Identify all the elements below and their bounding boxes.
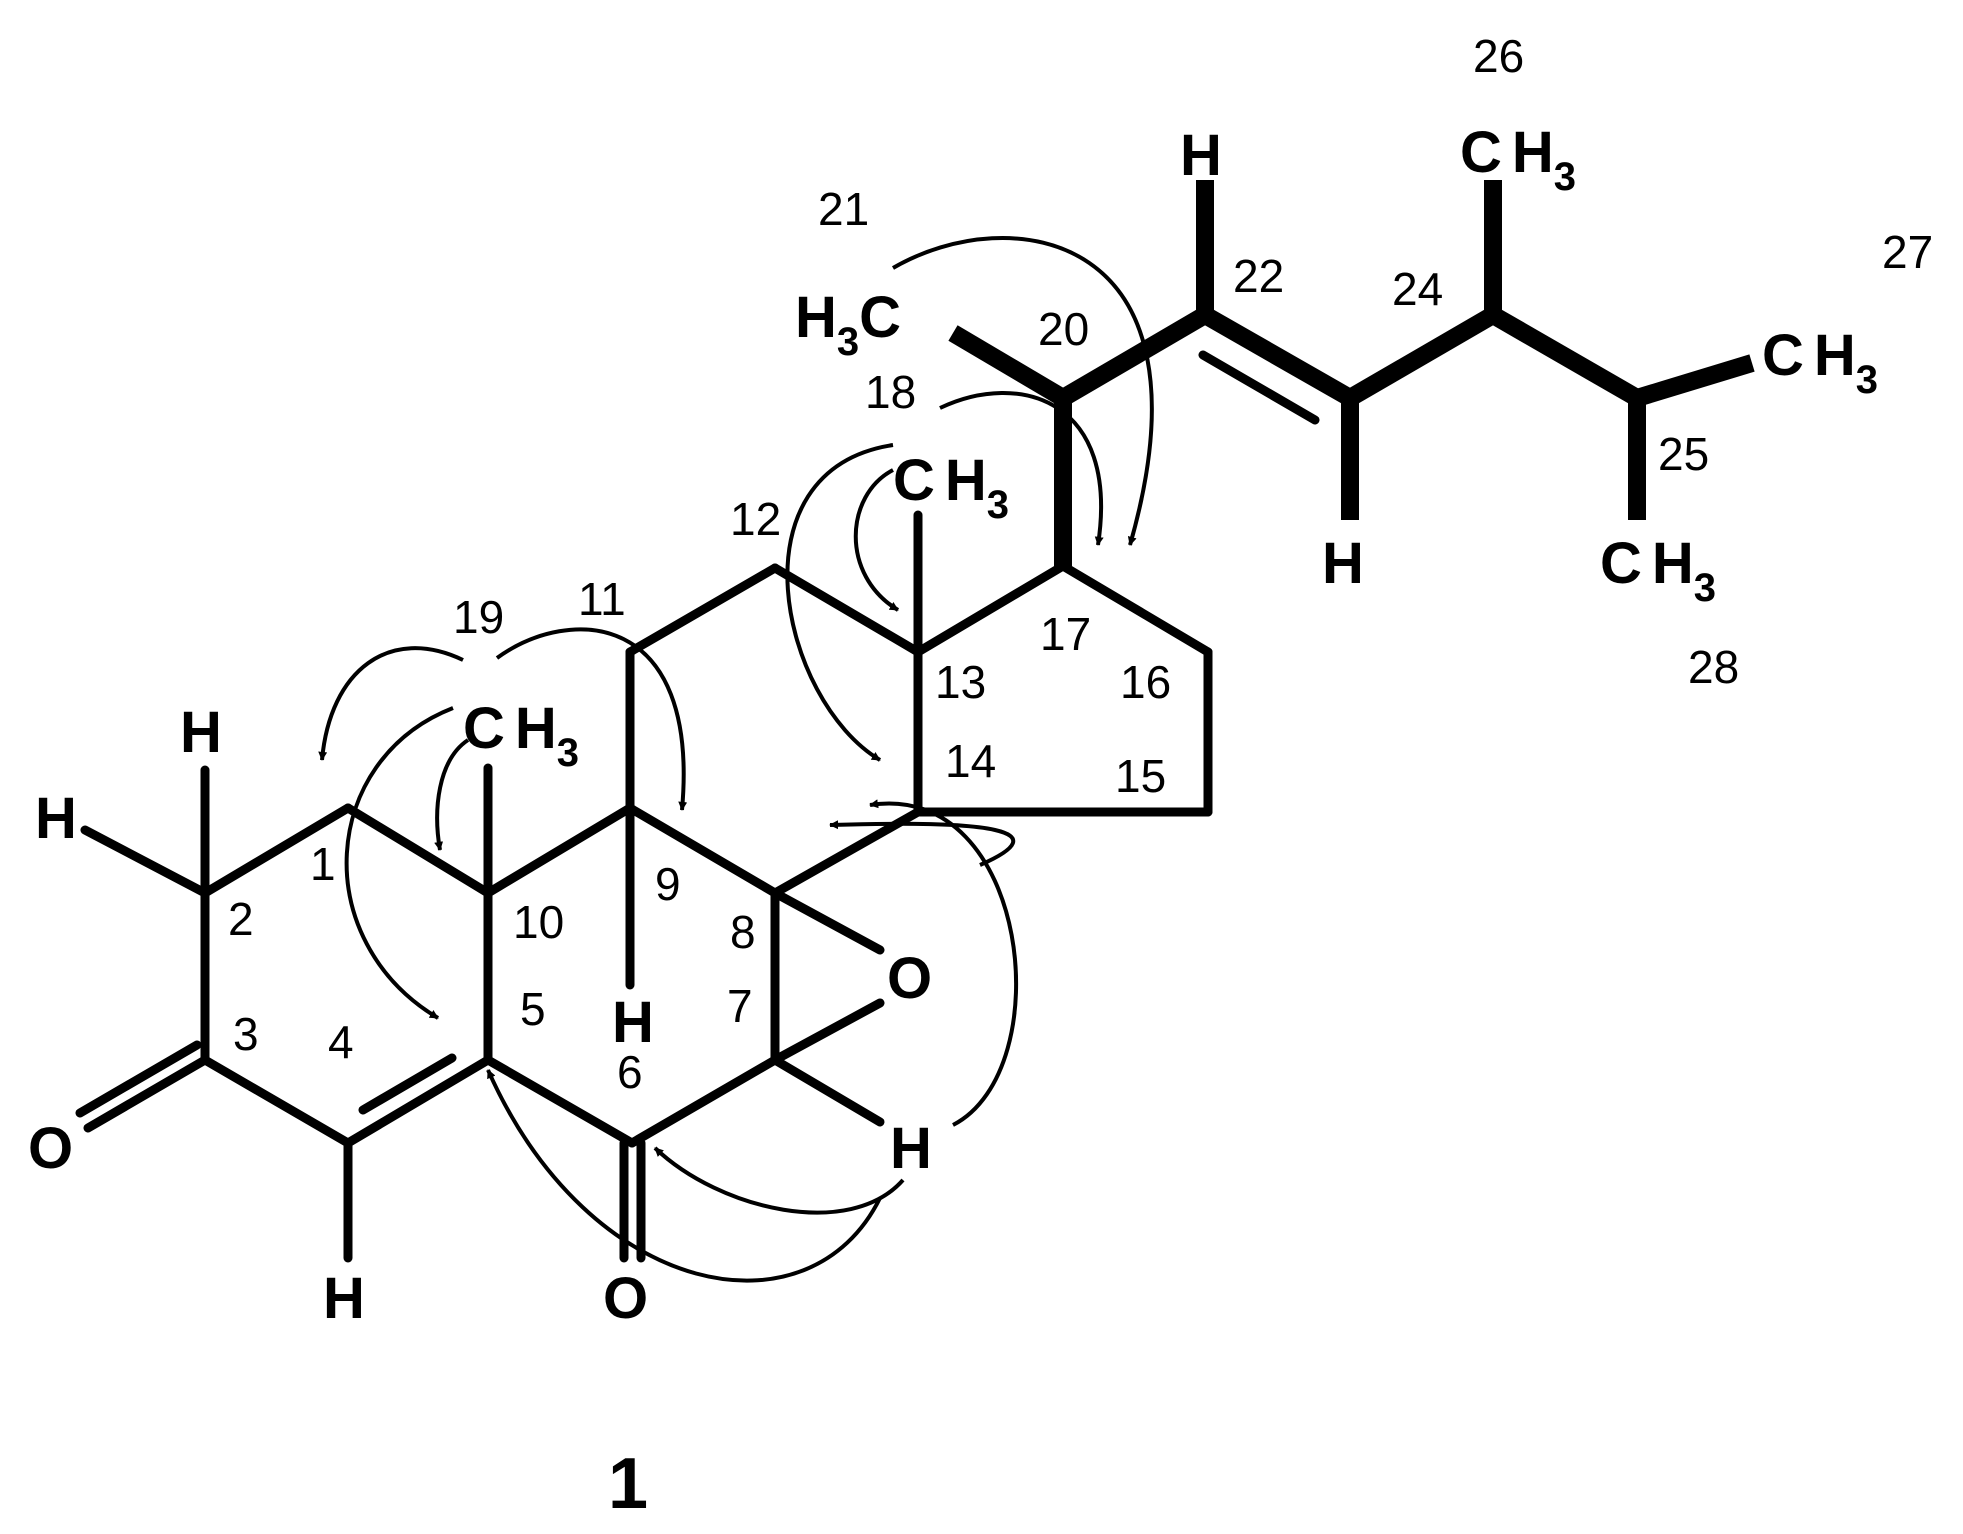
num-13: 13: [935, 656, 986, 708]
num-16: 16: [1120, 656, 1171, 708]
ring-b-bonds: [483, 803, 780, 1148]
num-25: 25: [1658, 428, 1709, 480]
ring-c-bonds: [625, 563, 923, 898]
num-3: 3: [233, 1008, 259, 1060]
num-8: 8: [730, 906, 756, 958]
correlation-arrows: [318, 236, 1154, 1283]
num-2: 2: [228, 893, 254, 945]
num-4: 4: [328, 1016, 354, 1068]
h-2b-label: H: [180, 700, 222, 765]
o-6-label: O: [603, 1266, 648, 1331]
num-10: 10: [513, 896, 564, 948]
compound-number: 1: [608, 1444, 648, 1524]
num-18: 18: [865, 366, 916, 418]
h-23-label: H: [1322, 531, 1364, 596]
h-9-label: H: [612, 990, 654, 1055]
num-1: 1: [310, 838, 336, 890]
c21-h3c-label: H3C: [795, 285, 901, 364]
h-7-label: H: [890, 1116, 932, 1181]
num-17: 17: [1040, 608, 1091, 660]
num-24: 24: [1392, 263, 1443, 315]
num-9: 9: [655, 858, 681, 910]
num-27: 27: [1882, 226, 1933, 278]
num-14: 14: [945, 735, 996, 787]
ring-a-bonds: [200, 803, 493, 1148]
o-epoxide-label: O: [887, 946, 932, 1011]
num-15: 15: [1115, 750, 1166, 802]
num-20: 20: [1038, 303, 1089, 355]
num-21: 21: [818, 183, 869, 235]
num-11: 11: [578, 573, 626, 625]
num-5: 5: [520, 983, 546, 1035]
h-22-label: H: [1180, 123, 1222, 188]
num-28: 28: [1688, 641, 1739, 693]
num-26: 26: [1473, 30, 1524, 82]
num-6: 6: [617, 1046, 643, 1098]
num-12: 12: [730, 493, 781, 545]
h-4-label: H: [323, 1266, 365, 1331]
h-2a-label: H: [35, 786, 77, 851]
num-7: 7: [727, 980, 753, 1032]
num-22: 22: [1233, 250, 1284, 302]
carbon-numbers: 1 2 3 4 5 6 7 8 9 10 11 12 13 14 15 16 1…: [228, 30, 1933, 1098]
num-19: 19: [453, 591, 504, 643]
side-chain-bonds: [948, 180, 1755, 566]
o-3-label: O: [28, 1116, 73, 1181]
ring-d-bonds: [913, 561, 1213, 817]
